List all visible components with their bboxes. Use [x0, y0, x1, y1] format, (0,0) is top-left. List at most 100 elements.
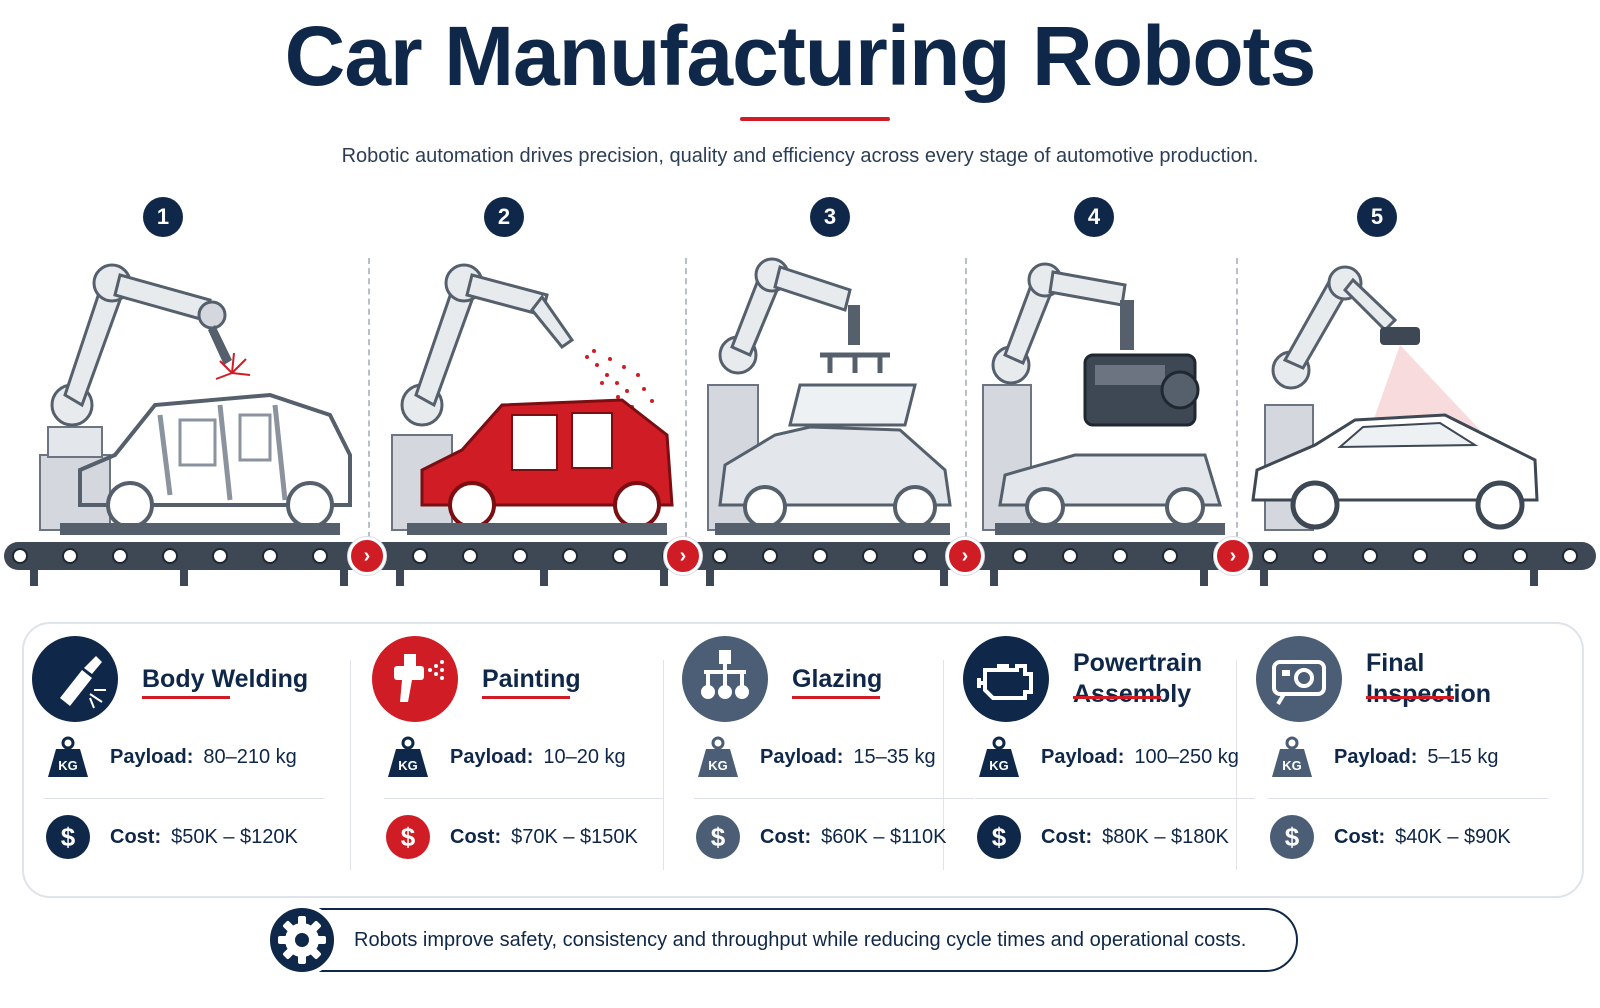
conveyor-leg [940, 570, 948, 586]
stage-name-underline [1073, 696, 1161, 699]
conveyor-leg [396, 570, 404, 586]
scene-painting [382, 255, 682, 545]
dollar-icon: $ [694, 813, 742, 861]
conveyor-roller [1062, 548, 1078, 564]
stage-name: Painting [482, 664, 581, 693]
conveyor-roller [1512, 548, 1528, 564]
inspection-camera-icon [1256, 636, 1342, 722]
payload-value: 10–20 kg [543, 745, 626, 768]
payload-label: Payload: [1041, 745, 1125, 768]
conveyor-roller [812, 548, 828, 564]
conveyor-roller [562, 548, 578, 564]
svg-text:KG: KG [58, 758, 78, 773]
payload-value: 5–15 kg [1427, 745, 1499, 768]
conveyor-leg [706, 570, 714, 586]
stage-divider [1236, 258, 1238, 538]
payload-label: Payload: [110, 745, 194, 768]
stage-divider [965, 258, 967, 538]
scene-body-welding [20, 255, 360, 545]
spec-card-powertrain-assembly: Powertrain Assembly KG Payload: 100–250 … [963, 636, 1263, 886]
spec-card-glazing: Glazing KG Payload: 15–35 kg $ Cost: $60… [682, 636, 982, 886]
stage-number-3: 3 [810, 197, 850, 237]
cost-value: $80K – $180K [1102, 825, 1229, 848]
stage-name: Final Inspection [1366, 649, 1492, 708]
svg-text:$: $ [992, 822, 1007, 852]
conveyor-roller [312, 548, 328, 564]
conveyor-leg [30, 570, 38, 586]
conveyor-leg [1530, 570, 1538, 586]
spec-card-painting: Painting KG Payload: 10–20 kg $ Cost: $7… [372, 636, 672, 886]
page-title: Car Manufacturing Robots [284, 9, 1317, 103]
dollar-icon: $ [1268, 813, 1316, 861]
row-divider [975, 798, 1255, 799]
row-divider [384, 798, 664, 799]
conveyor-leg [1260, 570, 1268, 586]
panel-separator [350, 660, 351, 870]
cost-row: $ Cost: $70K – $150K [384, 812, 674, 862]
conveyor-roller [1362, 548, 1378, 564]
dollar-icon: $ [44, 813, 92, 861]
payload-label: Payload: [760, 745, 844, 768]
conveyor-roller [612, 548, 628, 564]
conveyor-roller [1112, 548, 1128, 564]
conveyor-roller [412, 548, 428, 564]
conveyor-roller [712, 548, 728, 564]
footer-text: Robots improve safety, consistency and t… [354, 928, 1247, 951]
stage-divider [368, 258, 370, 538]
conveyor-leg [340, 570, 348, 586]
svg-text:KG: KG [398, 758, 418, 773]
cost-label: Cost: [1334, 825, 1386, 848]
weight-kg-icon: KG [975, 733, 1023, 781]
stage-name-underline [792, 696, 880, 699]
dollar-icon: $ [384, 813, 432, 861]
svg-text:$: $ [401, 822, 416, 852]
panel-separator [1236, 660, 1237, 870]
cost-label: Cost: [760, 825, 812, 848]
cost-row: $ Cost: $60K – $110K [694, 812, 984, 862]
scene-final-inspection [1245, 255, 1545, 545]
conveyor-leg [660, 570, 668, 586]
payload-value: 100–250 kg [1134, 745, 1239, 768]
gear-icon [266, 904, 338, 976]
chevron-right-icon: › [664, 537, 702, 575]
conveyor-leg [180, 570, 188, 586]
payload-row: KG Payload: 5–15 kg [1268, 732, 1558, 782]
payload-value: 80–210 kg [203, 745, 297, 768]
svg-text:$: $ [711, 822, 726, 852]
weight-kg-icon: KG [1268, 733, 1316, 781]
conveyor-roller [1162, 548, 1178, 564]
conveyor-roller [462, 548, 478, 564]
conveyor-leg [990, 570, 998, 586]
title-underline [740, 117, 890, 121]
stage-number-1: 1 [143, 197, 183, 237]
conveyor-roller [862, 548, 878, 564]
conveyor-belt [4, 542, 1596, 602]
stage-name: Body Welding [142, 664, 309, 693]
stage-number-4: 4 [1074, 197, 1114, 237]
spec-card-body-welding: Body Welding KG Payload: 80–210 kg $ Cos… [32, 636, 332, 886]
spec-card-final-inspection: Final Inspection KG Payload: 5–15 kg $ C… [1256, 636, 1556, 886]
stage-number-5: 5 [1357, 197, 1397, 237]
stage-name-underline [1366, 696, 1454, 699]
payload-row: KG Payload: 10–20 kg [384, 732, 674, 782]
svg-text:$: $ [1285, 822, 1300, 852]
conveyor-roller [1562, 548, 1578, 564]
svg-text:KG: KG [1282, 758, 1302, 773]
stage-name-underline [482, 696, 570, 699]
conveyor-roller [162, 548, 178, 564]
cost-value: $60K – $110K [821, 825, 947, 848]
stage-name: Powertrain Assembly [1073, 649, 1203, 708]
conveyor-roller [1262, 548, 1278, 564]
weight-kg-icon: KG [694, 733, 742, 781]
cost-label: Cost: [450, 825, 502, 848]
conveyor-roller [112, 548, 128, 564]
scene-glazing [700, 255, 962, 545]
svg-text:KG: KG [989, 758, 1009, 773]
welding-torch-icon [32, 636, 118, 722]
conveyor-roller [262, 548, 278, 564]
conveyor-roller [512, 548, 528, 564]
cost-row: $ Cost: $80K – $180K [975, 812, 1265, 862]
conveyor-roller [212, 548, 228, 564]
conveyor-roller [1412, 548, 1428, 564]
chevron-right-icon: › [348, 537, 386, 575]
